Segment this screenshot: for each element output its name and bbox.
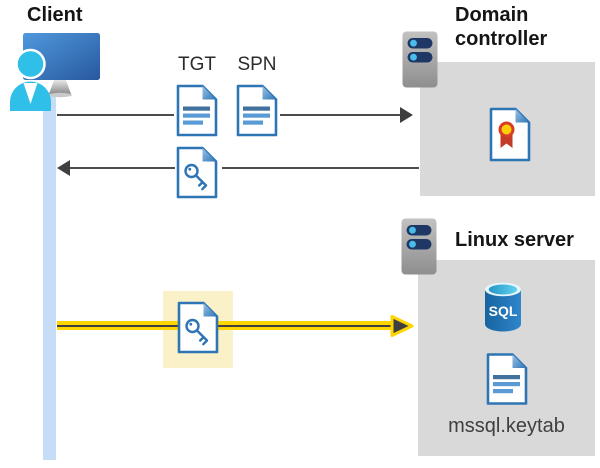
key-document-icon (177, 301, 219, 354)
certificate-icon (489, 107, 531, 162)
request-arrow-line (57, 114, 174, 116)
server-icon (401, 218, 437, 275)
yellow-arrowhead-icon (390, 314, 414, 338)
yellow-arrow-core (57, 325, 393, 327)
key-document-icon (176, 146, 218, 199)
response-arrow-line (69, 167, 175, 169)
client-workstation-icon (8, 31, 103, 113)
request-arrowhead-icon (400, 107, 413, 123)
tgt-document-icon (176, 84, 218, 137)
request-arrow-line (280, 114, 401, 116)
keytab-file-label: mssql.keytab (448, 415, 565, 437)
spn-document-icon (236, 84, 278, 137)
spn-label: SPN (237, 54, 277, 75)
client-lifeline (43, 92, 56, 460)
server-icon (402, 31, 438, 88)
response-arrow-line (222, 167, 419, 169)
client-title: Client (27, 4, 83, 26)
linux-server-title: Linux server (455, 229, 574, 251)
response-arrowhead-icon (57, 160, 70, 176)
domain-controller-title: Domain controller (455, 4, 548, 50)
sql-text: SQL (489, 303, 518, 319)
sql-database-icon: SQL (484, 282, 522, 332)
tgt-label: TGT (178, 54, 216, 75)
keytab-document-icon (486, 352, 528, 406)
